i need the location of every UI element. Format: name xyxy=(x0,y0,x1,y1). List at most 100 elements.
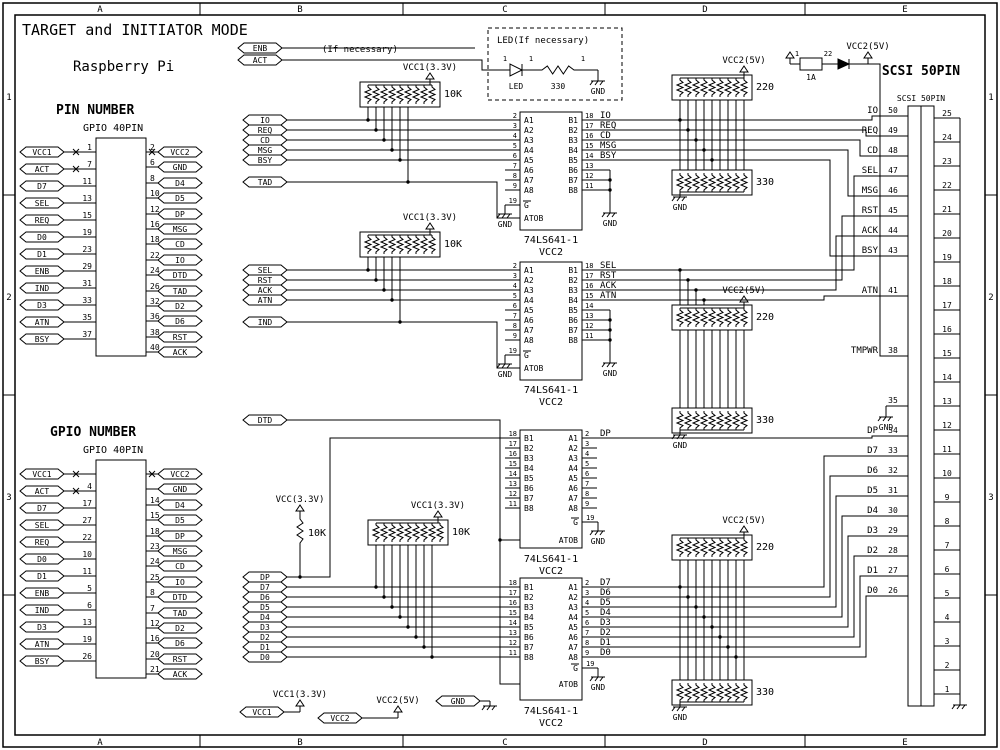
signal-tag-label: REQ xyxy=(35,538,50,547)
pin-number: 10 xyxy=(150,189,160,198)
signal-tag-label: GND xyxy=(173,485,188,494)
resistor xyxy=(699,78,709,97)
scsi-pin-name: D1 xyxy=(867,566,878,576)
gnd-label: GND xyxy=(498,220,513,229)
pin-number: 18 xyxy=(150,527,160,536)
signal-tag-label: SEL xyxy=(258,266,273,275)
signal-tag xyxy=(19,502,65,514)
resistor xyxy=(731,411,741,430)
junction-dot xyxy=(702,148,706,152)
vcc-symbol xyxy=(739,525,749,533)
signal-tag-label: DP xyxy=(260,573,270,582)
junction-dot xyxy=(374,585,378,589)
signal-tag-label: D3 xyxy=(37,301,47,310)
pin-number: 12 xyxy=(150,619,160,628)
scsi-pin-number: 8 xyxy=(945,517,950,526)
pin-number: 1 xyxy=(581,55,585,63)
scsi-pin-number: 35 xyxy=(888,396,898,405)
signal-tag-label: IO xyxy=(175,256,185,265)
resistor xyxy=(675,411,685,430)
chip-pin-number: 17 xyxy=(509,589,517,597)
signal-tag xyxy=(19,638,65,650)
wire xyxy=(597,149,908,197)
scsi-pin-name: D4 xyxy=(867,506,878,516)
chip-enable-label: G xyxy=(573,664,578,673)
chip-enable-label: G xyxy=(524,201,529,210)
pin-number: 24 xyxy=(150,266,160,275)
pin-number: 22 xyxy=(82,533,92,542)
signal-tag xyxy=(157,146,203,158)
vcc-label: VCC1(3.3V) xyxy=(403,63,457,73)
resistor xyxy=(691,683,701,702)
resistor xyxy=(723,78,733,97)
scsi-pin-number: 16 xyxy=(942,325,952,334)
resistor-network-label: 330 xyxy=(756,415,774,426)
chip-pin-label: A5 xyxy=(524,306,534,315)
signal-tag-label: D0 xyxy=(37,233,47,242)
resistor xyxy=(435,523,445,542)
signal-tag-label: MSG xyxy=(258,146,273,155)
chip-part-label: 74LS641-1 xyxy=(524,554,578,565)
scsi-pin-number: 4 xyxy=(945,613,950,622)
resistor-network-label: 10K xyxy=(444,89,462,100)
chip-pin-number: 15 xyxy=(509,460,517,468)
x-mark xyxy=(148,470,156,478)
pin-number: 20 xyxy=(150,650,160,659)
resistor xyxy=(739,411,749,430)
frame-col-label: A xyxy=(97,5,103,15)
scsi-pin-name: IO xyxy=(867,106,878,116)
resistor xyxy=(715,173,725,192)
signal-tag-label: D4 xyxy=(175,179,185,188)
scsi-pin-number: 10 xyxy=(942,469,952,478)
signal-tag-label: D5 xyxy=(260,603,270,612)
scsi-pin-number: 9 xyxy=(945,493,950,502)
vcc-symbol xyxy=(739,65,749,73)
gnd-symbol xyxy=(506,213,511,219)
gnd-label: GND xyxy=(591,683,606,692)
vcc-label: VCC(3.3V) xyxy=(276,495,325,505)
pin-number: 18 xyxy=(150,235,160,244)
chip-pin-label: B2 xyxy=(568,126,578,135)
chip-pin-number: 14 xyxy=(509,619,517,627)
chip-pin-number: 8 xyxy=(585,490,589,498)
junction-dot xyxy=(498,538,502,542)
wire xyxy=(597,129,908,137)
resistor xyxy=(379,85,389,104)
x-mark xyxy=(72,165,80,173)
chip-pin-number: 19 xyxy=(509,197,517,205)
chip-body xyxy=(519,577,583,701)
led-box-title: LED(If necessary) xyxy=(497,36,589,46)
scsi-pin-number: 20 xyxy=(942,229,952,238)
chip-pin-label: A6 xyxy=(524,316,534,325)
frame-row-label: 3 xyxy=(6,493,11,503)
resistor xyxy=(739,683,749,702)
signal-tag-label: D0 xyxy=(37,555,47,564)
chip-pin-number: 3 xyxy=(585,440,589,448)
junction-dot xyxy=(382,595,386,599)
chip-signal-label: REQ xyxy=(600,121,616,131)
junction-dot xyxy=(414,635,418,639)
junction-dot xyxy=(422,645,426,649)
resistor xyxy=(419,85,429,104)
resistor xyxy=(395,85,405,104)
resistor xyxy=(675,308,685,327)
chip-signal-label: D4 xyxy=(600,608,611,618)
gnd-label: GND xyxy=(673,203,688,212)
signal-tag xyxy=(157,483,203,495)
signal-tag xyxy=(237,42,283,54)
wire xyxy=(597,555,908,638)
scsi-pin-name: D0 xyxy=(867,586,878,596)
pin-number: 23 xyxy=(82,245,92,254)
gnd-symbol xyxy=(961,704,966,710)
frame-row-label: 3 xyxy=(988,493,993,503)
signal-tag-label: D0 xyxy=(260,653,270,662)
resistor xyxy=(675,683,685,702)
signal-tag xyxy=(157,576,203,588)
wire xyxy=(597,139,908,157)
resistor xyxy=(691,411,701,430)
chip-pin-label: A7 xyxy=(568,643,578,652)
pin-number: 35 xyxy=(82,313,92,322)
chip-dir-label: ATOB xyxy=(559,536,578,545)
chip-signal-label: BSY xyxy=(600,151,617,161)
chip-pin-number: 6 xyxy=(513,302,517,310)
